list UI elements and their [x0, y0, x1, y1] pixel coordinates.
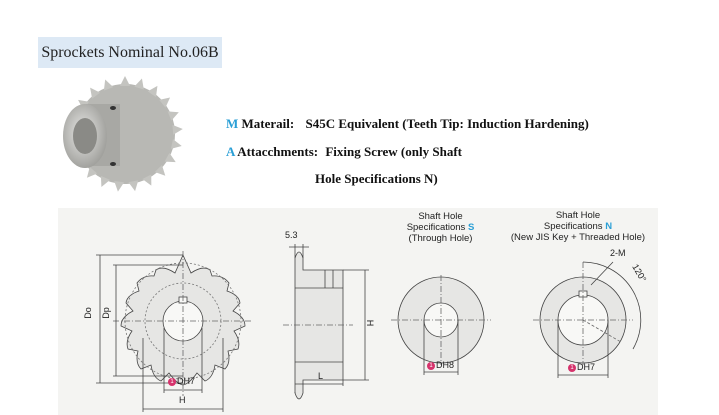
- spec-n-screw-label: 2-M: [610, 248, 626, 258]
- material-value: S45C Equivalent (Teeth Tip: Induction Ha…: [305, 116, 589, 131]
- front-hub-label: H: [179, 395, 186, 405]
- page-title: Sprockets Nominal No.06B: [38, 37, 222, 68]
- attachments-key: A: [226, 144, 235, 159]
- sprocket-photo: [63, 76, 183, 192]
- note-badge-icon: 1: [568, 363, 576, 372]
- spec-n-heading: Shaft Hole Specifications N (New JIS Key…: [510, 210, 646, 243]
- dp-label: Dp: [100, 307, 111, 319]
- material-label: Materail:: [241, 116, 295, 131]
- material-key: M: [226, 116, 239, 131]
- side-length-label: L: [318, 371, 324, 381]
- note-badge-icon: 1: [427, 361, 435, 370]
- attachments-value-1: Fixing Screw (only Shaft: [325, 144, 462, 159]
- note-badge-icon: 1: [168, 377, 176, 386]
- spec-s-heading: Shaft Hole Specifications S (Through Hol…: [406, 211, 475, 244]
- drawing-lines: [96, 244, 642, 412]
- side-thickness-label: 5.3: [285, 230, 298, 240]
- attachments-value-2: Hole Specifications N): [315, 171, 438, 186]
- side-hub-label: H: [365, 319, 376, 327]
- do-label: Do: [82, 307, 93, 319]
- attachments-label: Attacchments:: [237, 144, 319, 159]
